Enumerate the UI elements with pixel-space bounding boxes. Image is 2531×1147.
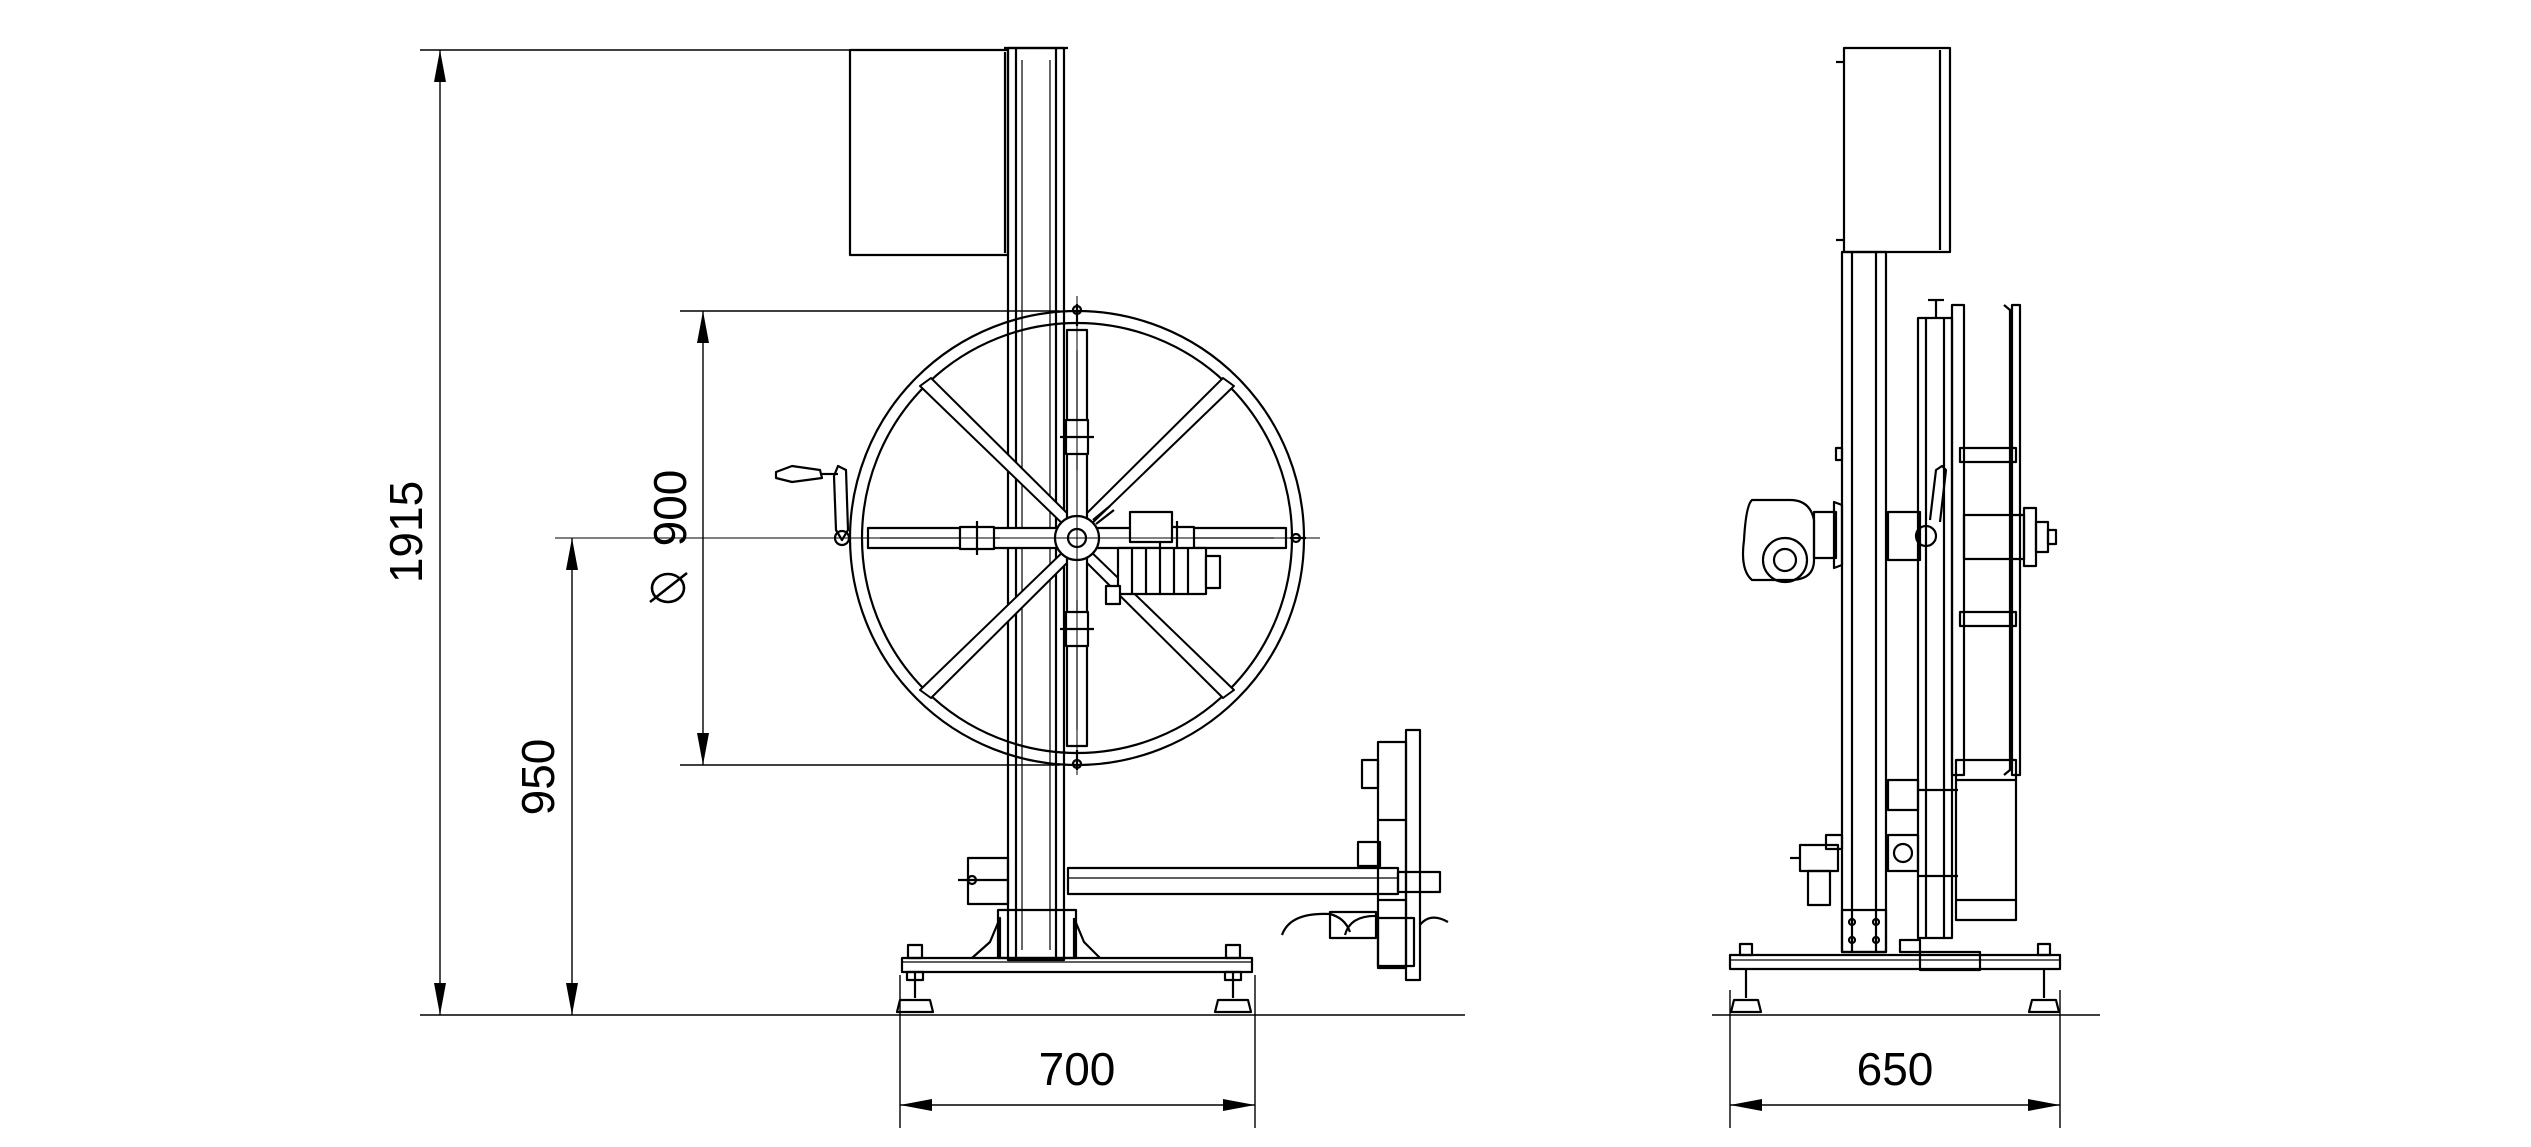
dimension-arrows [434,50,2060,1111]
arm-bracket [1280,728,1449,982]
dim-1915-label: 1915 [380,481,432,583]
side-hub [1886,464,2058,568]
side-lower-mechanism [1790,778,1958,954]
front-centerlines [555,296,1320,775]
diameter-symbol-icon [649,571,688,604]
side-base-plate [1728,942,2062,1014]
dimension-lines [420,49,2100,1128]
dim-950-label: 950 [512,739,564,816]
side-view [1728,46,2062,1014]
side-crank-gear [1741,446,1844,584]
base-plate [900,908,1254,974]
side-drum [1916,298,2022,940]
drive-motor [1104,510,1222,606]
dim-650-label: 650 [1857,1043,1934,1095]
side-column [1840,250,1888,954]
levelling-foot-right [1213,943,1253,1014]
levelling-foot-left [895,943,935,1014]
horizontal-arm [958,856,1442,906]
hand-crank [774,464,851,547]
dim-700-label: 700 [1039,1043,1116,1095]
side-cabinet [1836,46,1952,254]
dim-900-label: 900 [644,470,696,547]
front-view [774,46,1449,1014]
dimension-labels: 1915 950 900 700 650 [380,470,1933,1095]
